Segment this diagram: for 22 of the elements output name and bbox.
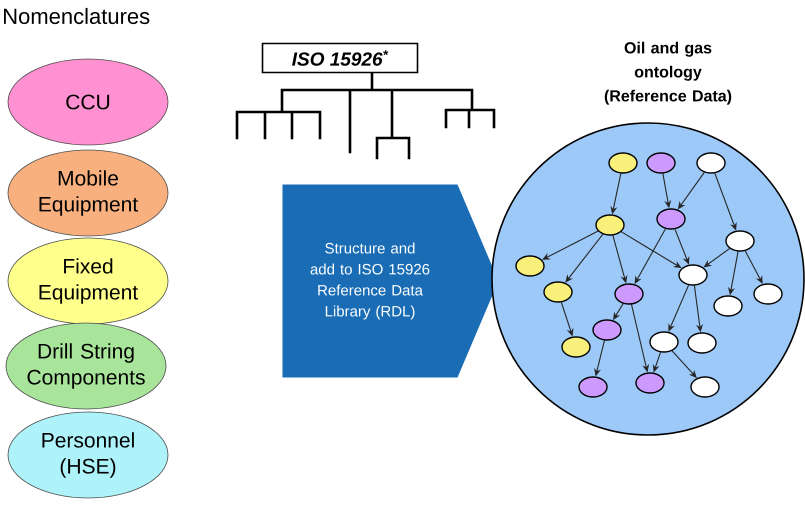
concept-ellipse [753,283,783,305]
concept-ellipse [690,376,720,398]
concept-ellipse [561,336,591,358]
concept-ellipse [646,152,676,174]
heading: Nomenclatures [4,8,150,24]
concept-ellipse [649,331,679,353]
concept-ellipse [614,283,644,305]
concept-ellipse [635,372,665,394]
concept-ellipse [696,152,726,174]
concept-ellipse [592,319,622,341]
node-label: Oil and gas ontology (Reference Data) [604,42,732,105]
concept-ellipse [713,295,743,317]
concept-ellipse [678,264,708,286]
concept-ellipse [725,230,755,252]
concept-ellipse [543,281,573,303]
concept-ellipse [578,376,608,398]
concept-ellipse [608,152,638,174]
concept-ellipse [656,208,686,230]
concept-ellipse [687,332,717,354]
standard-box: ISO 15926$^{*}$ [262,42,418,74]
concept-ellipse [595,214,625,236]
concept-ellipse [515,255,545,277]
